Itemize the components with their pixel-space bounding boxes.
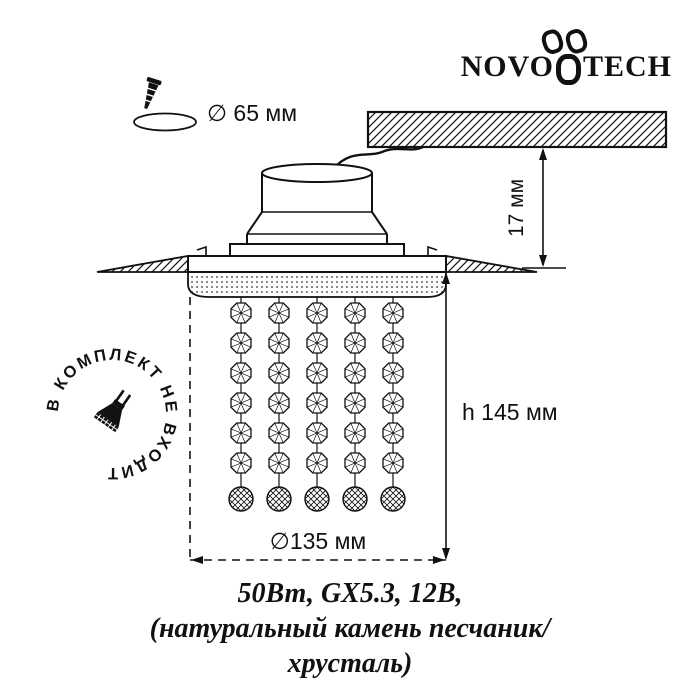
arrowhead-left-icon bbox=[191, 556, 203, 564]
crystal-ball bbox=[342, 486, 368, 512]
arrowhead-down-icon bbox=[442, 548, 450, 560]
height-dimension-label: h 145 мм bbox=[462, 399, 558, 425]
mr16-lamp-icon bbox=[93, 389, 132, 433]
crystal-strands bbox=[228, 297, 406, 512]
arrowhead-up-icon bbox=[539, 148, 547, 160]
cutout-diameter-label: ∅ 65 мм bbox=[207, 100, 297, 126]
cutout-ellipse-icon bbox=[133, 112, 197, 132]
spec-material-line-2: хрусталь) bbox=[287, 648, 413, 679]
power-wire bbox=[332, 145, 424, 170]
brand-logo: NOVO TECH bbox=[460, 26, 672, 85]
not-included-stamp: В КОМПЛЕКТ НЕ ВХОДИТ bbox=[44, 346, 178, 482]
product-specs: 50Вт, GX5.3, 12В, (натуральный камень пе… bbox=[0, 576, 700, 681]
crystal-ball bbox=[304, 486, 330, 512]
dimension-diameter: ∅135 мм bbox=[191, 528, 445, 564]
mounting-clip bbox=[427, 245, 438, 256]
depth-dimension-label: 17 мм bbox=[505, 179, 528, 237]
crystal-ball bbox=[266, 486, 292, 512]
crystal-ball bbox=[228, 486, 254, 512]
crystal-ball bbox=[380, 486, 406, 512]
glass-diffuser bbox=[187, 271, 447, 298]
cutout-callout: ∅ 65 мм bbox=[133, 77, 297, 132]
mounting-clip bbox=[196, 245, 207, 256]
fixture-body bbox=[229, 163, 405, 257]
crystal-strand bbox=[266, 297, 292, 512]
crystal-strand bbox=[342, 297, 368, 512]
crystal-strand bbox=[380, 297, 406, 512]
ceiling-section bbox=[366, 110, 668, 149]
spec-power-line: 50Вт, GX5.3, 12В, bbox=[237, 578, 463, 609]
screw-icon bbox=[144, 77, 162, 110]
logo-wordmark: NOVO TECH bbox=[460, 50, 672, 85]
logo-text-left: NOVO bbox=[460, 50, 554, 83]
diameter-dimension-label: ∅135 мм bbox=[270, 528, 366, 554]
crystal-strand bbox=[304, 297, 330, 512]
arrowhead-right-icon bbox=[433, 556, 445, 564]
dimension-depth: 17 мм bbox=[505, 148, 566, 269]
arrowhead-down-icon bbox=[539, 255, 547, 267]
spec-material-line-1: (натуральный камень песчаник/ bbox=[149, 613, 551, 644]
dimension-height: h 145 мм bbox=[442, 272, 558, 560]
bounding-dashed-box bbox=[189, 297, 446, 561]
logo-text-right: TECH bbox=[582, 50, 672, 83]
arrowhead-up-icon bbox=[442, 272, 450, 284]
logo-ring-icon bbox=[555, 54, 581, 85]
crystal-strand bbox=[228, 297, 254, 512]
